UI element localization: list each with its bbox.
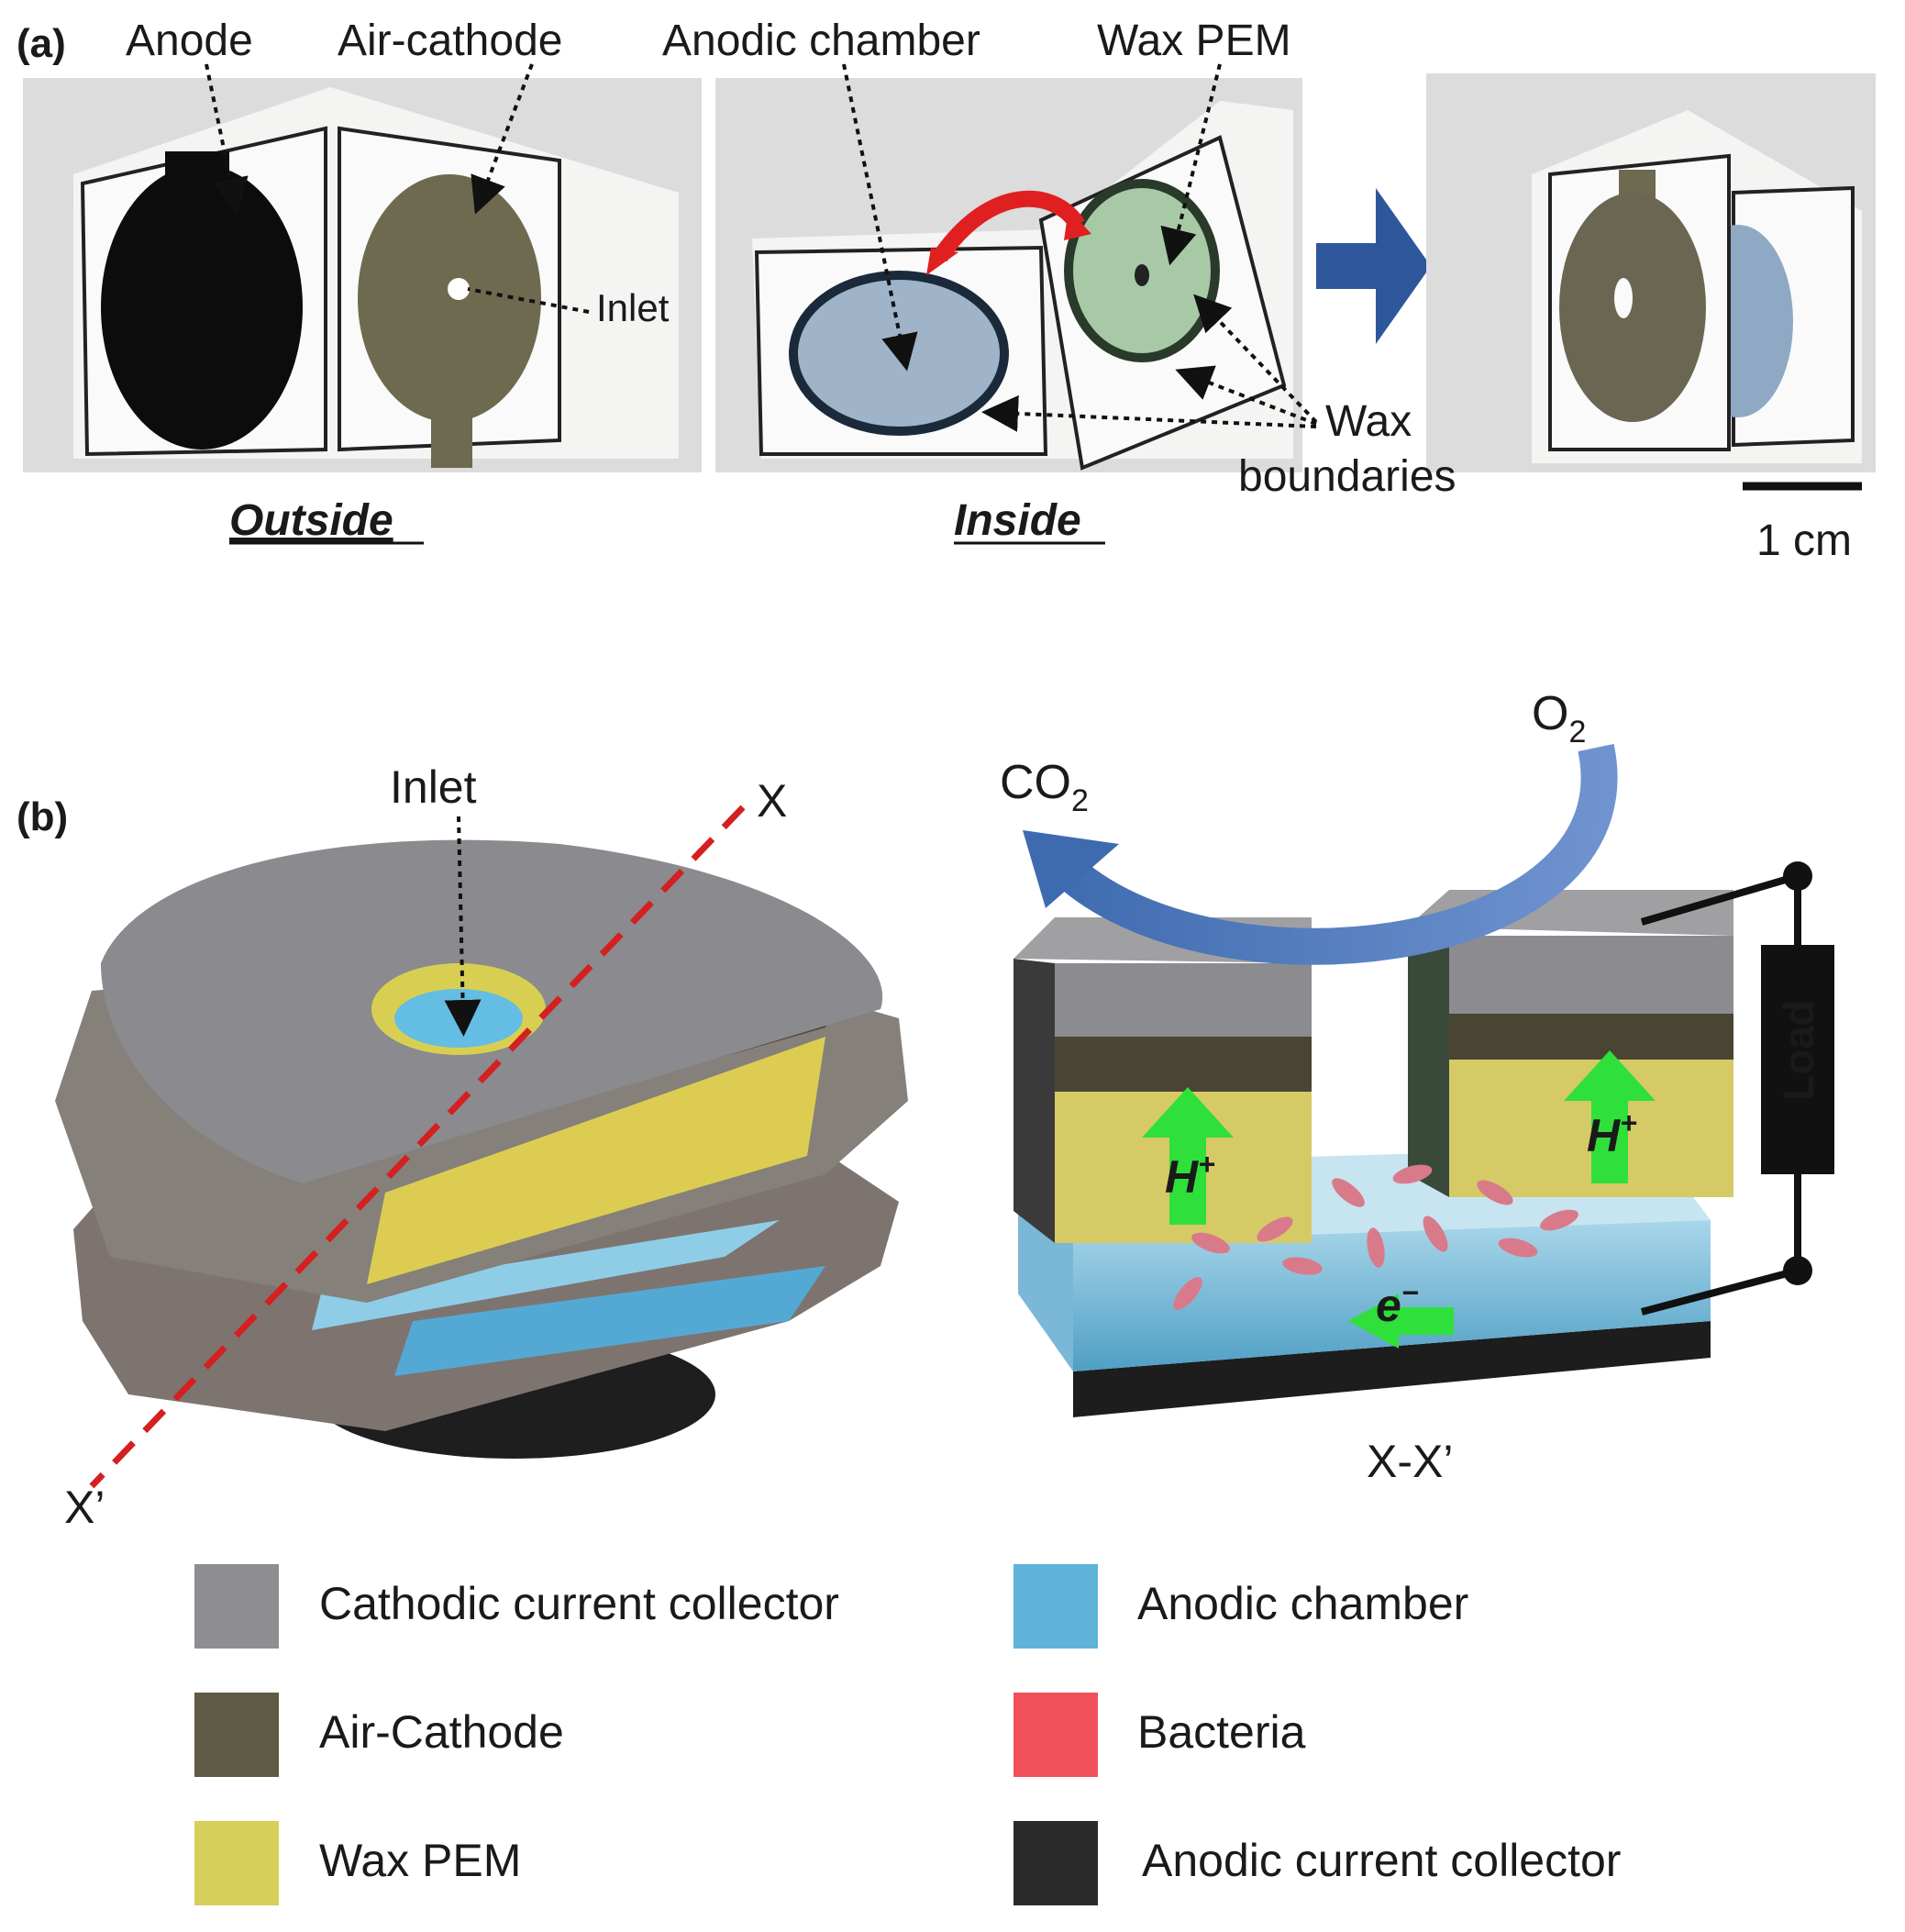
label-anode: Anode bbox=[126, 17, 253, 65]
panel-b-label: (b) bbox=[17, 794, 68, 839]
cell-3d-model bbox=[55, 839, 908, 1459]
inlet-leader bbox=[444, 816, 482, 1037]
air-cathode-electrode bbox=[358, 174, 541, 422]
legend-label: Anodic current collector bbox=[1142, 1835, 1621, 1886]
anodic-chamber-layer bbox=[394, 1266, 825, 1376]
label-anodic-chamber: Anodic chamber bbox=[662, 17, 980, 65]
anodic-chamber-photo bbox=[789, 271, 1009, 436]
label-x: X bbox=[757, 775, 787, 827]
photo-assembled bbox=[1426, 73, 1876, 472]
label-wax-boundaries-1: Wax bbox=[1325, 397, 1412, 446]
legend-item-anodic-collector: Anodic current collector bbox=[1013, 1821, 1621, 1905]
label-wax-boundaries-2: boundaries bbox=[1238, 452, 1456, 501]
legend: Cathodic current collector Air-Cathode W… bbox=[194, 1564, 1621, 1905]
label-outside: Outside bbox=[229, 496, 393, 545]
label-scale: 1 cm bbox=[1756, 516, 1852, 565]
legend-swatch bbox=[194, 1693, 279, 1777]
legend-swatch bbox=[1013, 1821, 1098, 1905]
label-h-plus-left: H+ bbox=[1165, 1148, 1215, 1203]
legend-label: Bacteria bbox=[1137, 1706, 1306, 1758]
legend-swatch bbox=[194, 1821, 279, 1905]
label-air-cathode: Air-cathode bbox=[338, 17, 562, 65]
panel-b: (b) Inlet X X’ bbox=[17, 687, 1834, 1533]
legend-label: Air-Cathode bbox=[319, 1706, 564, 1758]
bacteria-group bbox=[1173, 1164, 1578, 1310]
label-inside: Inside bbox=[954, 496, 1081, 545]
label-wax-pem: Wax PEM bbox=[1097, 17, 1291, 65]
label-section: X-X’ bbox=[1367, 1436, 1453, 1487]
cross-section bbox=[1013, 861, 1834, 1417]
fold-arrow bbox=[933, 190, 1085, 262]
legend-item-cathodic-collector: Cathodic current collector bbox=[194, 1564, 839, 1649]
gas-flow-arrow bbox=[1041, 743, 1618, 965]
anode-electrode bbox=[101, 165, 303, 450]
section-line bbox=[89, 805, 746, 1489]
panel-a-label: (a) bbox=[17, 21, 66, 66]
legend-item-wax-pem: Wax PEM bbox=[194, 1821, 521, 1905]
legend-label: Wax PEM bbox=[319, 1835, 521, 1886]
label-inlet-a: Inlet bbox=[596, 286, 670, 329]
leaders-a bbox=[205, 63, 1318, 432]
label-co2: CO2 bbox=[1000, 756, 1089, 818]
legend-swatch bbox=[1013, 1693, 1098, 1777]
label-inlet-b: Inlet bbox=[390, 761, 477, 813]
photo-inside bbox=[715, 78, 1302, 472]
legend-item-air-cathode: Air-Cathode bbox=[194, 1693, 564, 1777]
label-o2: O2 bbox=[1532, 687, 1586, 749]
label-x-prime: X’ bbox=[64, 1482, 105, 1533]
photo-outside bbox=[23, 78, 702, 472]
legend-item-bacteria: Bacteria bbox=[1013, 1693, 1306, 1777]
process-arrow bbox=[1316, 188, 1431, 344]
label-load: Load bbox=[1775, 1000, 1822, 1101]
legend-swatch bbox=[1013, 1564, 1098, 1649]
legend-swatch bbox=[194, 1564, 279, 1649]
legend-item-anodic-chamber: Anodic chamber bbox=[1013, 1564, 1468, 1649]
load-resistor bbox=[1761, 945, 1834, 1174]
wax-pem-layer bbox=[367, 1037, 825, 1284]
legend-label: Anodic chamber bbox=[1137, 1578, 1468, 1629]
label-h-plus-right: H+ bbox=[1587, 1106, 1637, 1161]
legend-label: Cathodic current collector bbox=[319, 1578, 839, 1629]
label-e-minus: e− bbox=[1376, 1276, 1419, 1331]
panel-a: (a) bbox=[17, 17, 1876, 565]
